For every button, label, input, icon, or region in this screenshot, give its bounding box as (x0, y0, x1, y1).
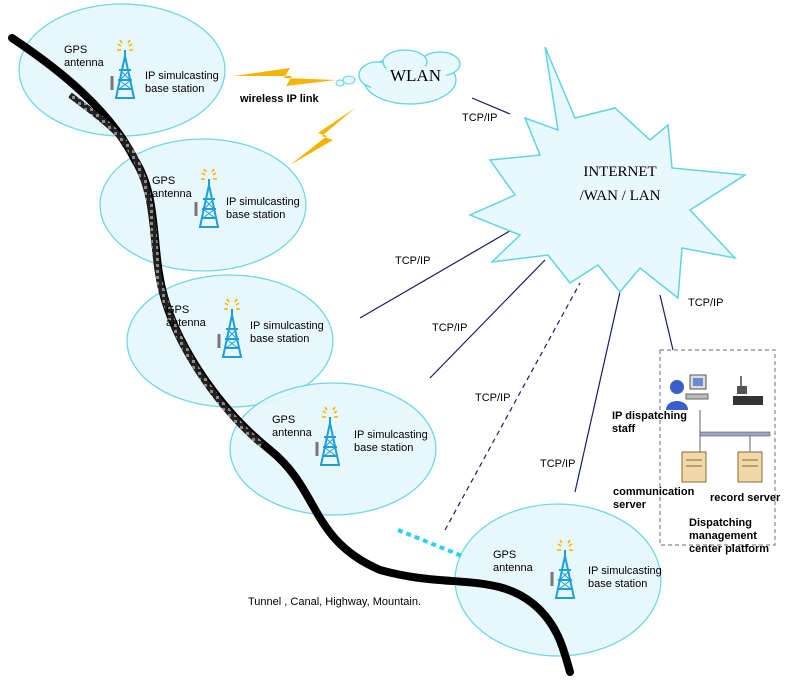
gps-antenna-label: GPS antenna (493, 549, 533, 575)
tower-icon (194, 168, 220, 228)
link-wlan (471, 97, 511, 115)
tcpip-label: TCP/IP (462, 112, 498, 124)
internet-label-line1: INTERNET (583, 164, 657, 180)
route-label: Tunnel , Canal, Highway, Mountain. (248, 596, 422, 608)
base-station-label-line2: base station (226, 209, 286, 221)
tower-icon (110, 39, 136, 99)
wireless-link-label: wireless IP link (240, 93, 319, 105)
gps-label-line2: antenna (152, 188, 192, 200)
comm-server-label-line2: server (613, 499, 647, 511)
internet-label: INTERNET /WAN / LAN (560, 160, 680, 208)
base-station-label-line1: IP simulcasting (250, 320, 324, 332)
tcpip-label: TCP/IP (432, 322, 468, 334)
base-station-label-line2: base station (145, 83, 205, 95)
gps-label-line2: antenna (64, 57, 104, 69)
platform-box (659, 349, 776, 546)
staff-label: IP dispatching staff (612, 410, 687, 436)
gps-antenna-label: GPS antenna (272, 414, 312, 440)
route-track (68, 92, 264, 448)
tower-icon (550, 539, 576, 599)
starburst-icon (468, 46, 748, 300)
base-station-label-line1: IP simulcasting (354, 429, 428, 441)
gps-label-line2: antenna (272, 427, 312, 439)
platform-title-line3: center platform (689, 543, 770, 555)
gps-antenna-label: GPS antenna (166, 304, 206, 330)
platform-title-line1: Dispatching (689, 517, 752, 529)
lightning-icon (290, 108, 355, 165)
cloud-icon (335, 49, 461, 105)
user-icon (666, 380, 688, 410)
tcpip-label: TCP/IP (540, 458, 576, 470)
tcpip-label: TCP/IP (688, 297, 724, 309)
link-cell-4-to-5 (397, 528, 463, 558)
base-station-label: IP simulcasting base station (588, 565, 662, 591)
lightning-icon (234, 68, 336, 86)
base-station-label-line1: IP simulcasting (588, 565, 662, 577)
base-station-label-line2: base station (588, 578, 648, 590)
pc-icon (685, 374, 709, 400)
gps-label-line1: GPS (64, 44, 88, 56)
base-station-label: IP simulcasting base station (354, 429, 428, 455)
gps-antenna-label: GPS antenna (152, 175, 192, 201)
base-station-label-line1: IP simulcasting (226, 196, 300, 208)
comm-server-label-line1: communication (613, 486, 695, 498)
link-cell-3 (359, 227, 516, 319)
tower-icon (217, 298, 243, 358)
base-station-label-line1: IP simulcasting (145, 70, 219, 82)
gps-label-line2: antenna (166, 317, 206, 329)
platform-title-line2: management (689, 530, 757, 542)
base-station-label: IP simulcasting base station (250, 320, 324, 346)
tcpip-label: TCP/IP (475, 392, 511, 404)
phone-icon (733, 376, 763, 405)
base-station-label-line2: base station (250, 333, 310, 345)
gps-antenna-label: GPS antenna (64, 44, 104, 70)
link-platform (659, 294, 674, 351)
server-icon (737, 451, 763, 483)
internet-label-line2: /WAN / LAN (579, 188, 661, 204)
server-icon (681, 451, 707, 483)
base-station-label: IP simulcasting base station (145, 70, 219, 96)
link-cell-5 (574, 291, 621, 493)
wlan-label: WLAN (390, 66, 441, 85)
base-station-label-line2: base station (354, 442, 414, 454)
tower-icon (315, 406, 341, 466)
gps-label-line1: GPS (272, 414, 296, 426)
gps-label-line1: GPS (166, 304, 190, 316)
record-server-label: record server (710, 492, 781, 504)
comm-server-label: communication server (613, 486, 694, 512)
base-station-label: IP simulcasting base station (226, 196, 300, 222)
gps-label-line1: GPS (493, 549, 517, 561)
link-dashed (444, 282, 581, 531)
lan-bus (699, 431, 771, 437)
gps-label-line2: antenna (493, 562, 533, 574)
staff-label-line1: IP dispatching (612, 410, 687, 422)
platform-title: Dispatching management center platform (689, 517, 769, 556)
gps-label-line1: GPS (152, 175, 176, 187)
staff-label-line2: staff (612, 423, 636, 435)
link-cell-4 (429, 259, 546, 379)
tcpip-label: TCP/IP (395, 255, 431, 267)
